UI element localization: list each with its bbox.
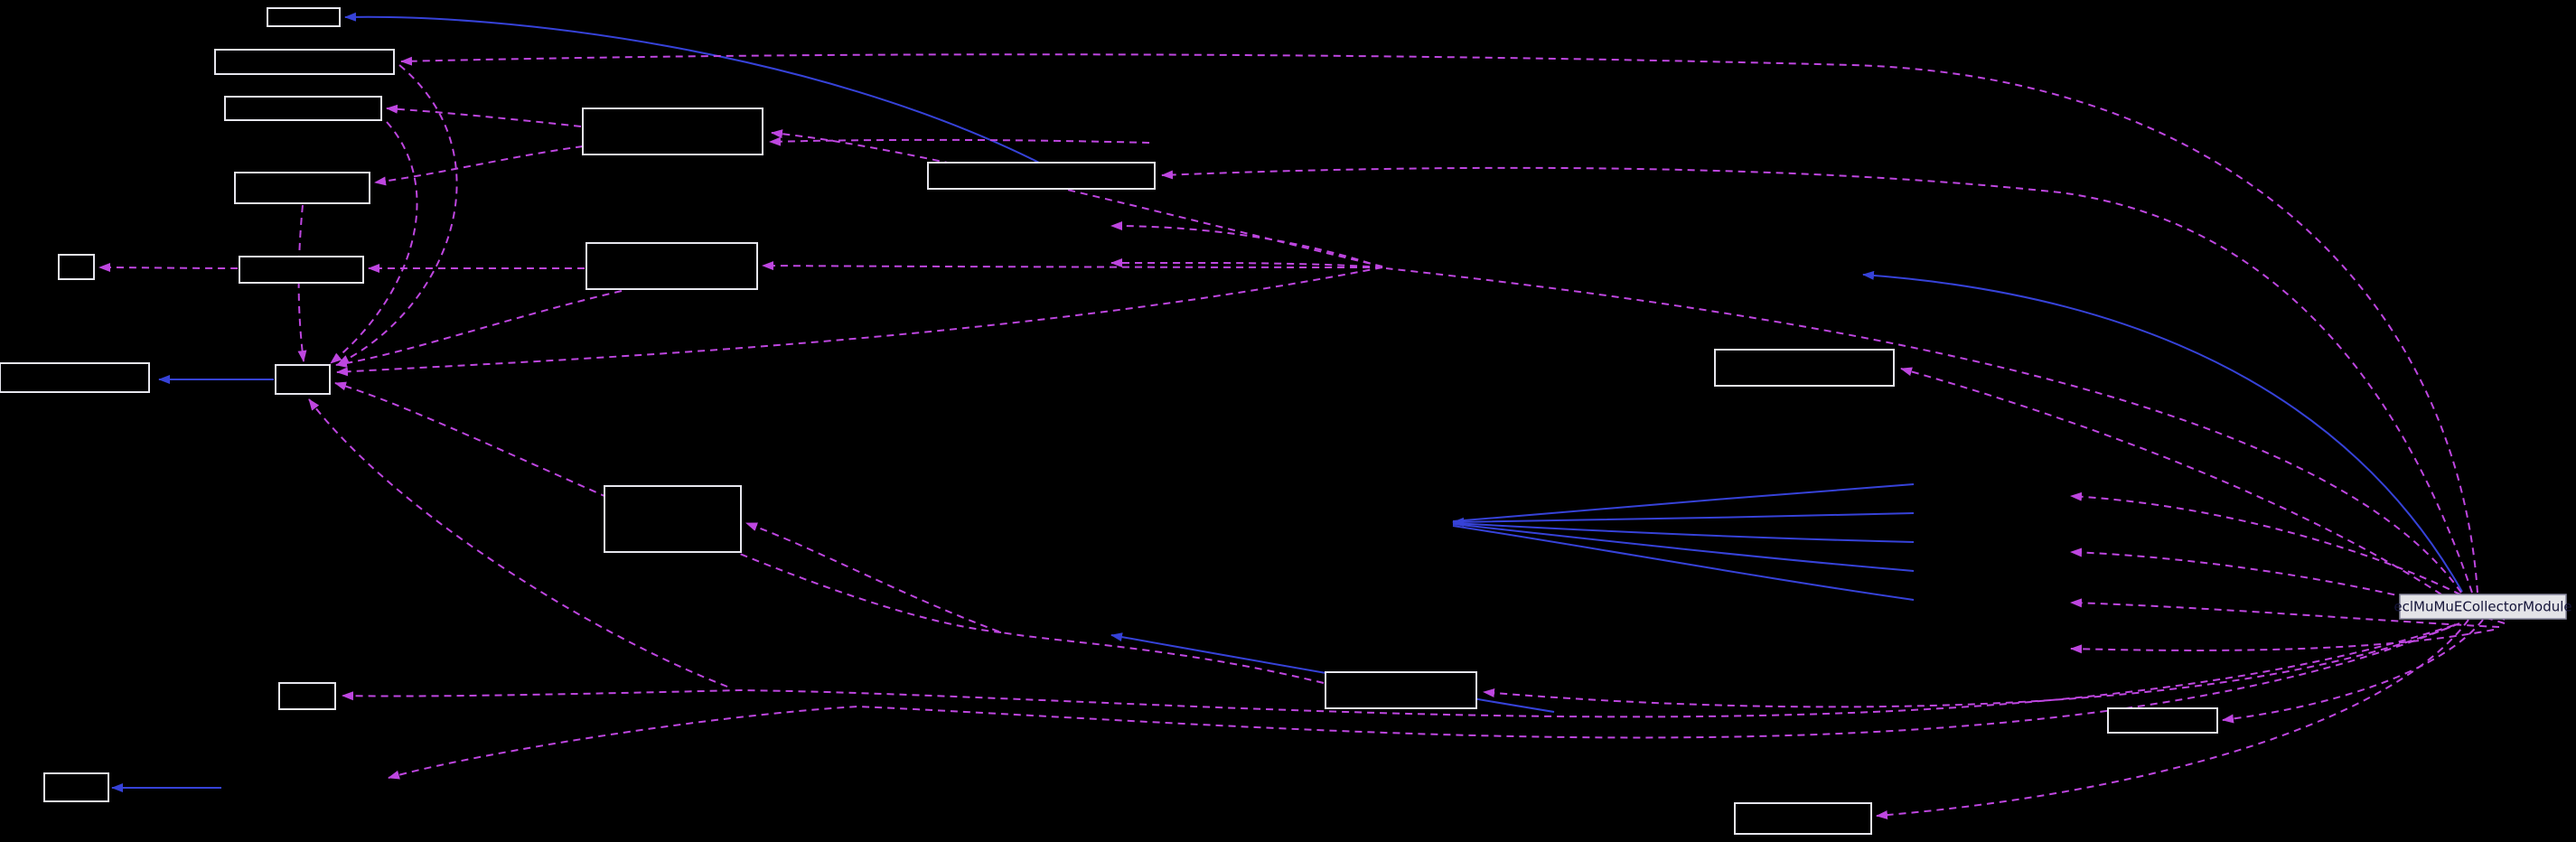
graph-edge-dashed [2070, 491, 2506, 621]
graph-node-highlighted[interactable] [2399, 594, 2567, 620]
graph-node-n5[interactable] [234, 172, 370, 204]
graph-node-n11[interactable] [275, 364, 331, 395]
graph-edge-dashed [1110, 257, 1383, 268]
graph-edge-dashed [374, 145, 584, 186]
graph-node-n7[interactable] [58, 254, 95, 280]
graph-node-n2[interactable] [214, 49, 395, 75]
graph-edge-dashed [1876, 619, 2469, 820]
graph-edge-dashed [330, 121, 418, 364]
graph-edge-dashed [1161, 166, 2473, 594]
graph-edge-dashed [388, 626, 2451, 780]
graph-edge-dashed [400, 53, 2478, 594]
graph-edge-dashed [745, 522, 1325, 684]
graph-edge-dashed [297, 204, 307, 362]
graph-node-n4[interactable] [582, 108, 763, 155]
graph-node-n18[interactable] [43, 772, 109, 802]
graph-node-n3[interactable] [224, 96, 382, 121]
graph-edge-dashed [308, 398, 728, 688]
graph-node-label[interactable]: eclMuMuECollectorModule [2393, 599, 2571, 615]
graph-edge-solid [1452, 523, 1915, 572]
graph-edge-dashed [1385, 267, 2462, 594]
graph-edge-dashed [2222, 619, 2484, 724]
graph-edge-solid [1452, 512, 1915, 527]
graph-node-n13[interactable] [604, 485, 742, 553]
graph-node-n12[interactable] [1714, 349, 1895, 387]
graph-node-n9[interactable] [585, 242, 758, 290]
graph-edge-dashed [337, 64, 458, 365]
graph-node-n6[interactable] [927, 162, 1156, 190]
graph-node-n8[interactable] [239, 256, 364, 284]
graph-edge-dashed [771, 129, 1383, 267]
graph-edge-solid [1452, 483, 1915, 522]
graph-edge-solid [344, 12, 1040, 164]
graph-edge-dashed [769, 136, 1150, 146]
graph-edge-dashed [336, 267, 1383, 377]
graph-node-n16[interactable] [278, 682, 336, 710]
graph-node-n15[interactable] [1325, 671, 1477, 709]
graph-edge-dashed [1483, 622, 2460, 708]
graph-edge-dashed [2070, 547, 2506, 624]
graph-edge-dashed [2070, 629, 2495, 654]
graph-edge-solid [1110, 632, 1555, 713]
graph-edge-dashed [762, 261, 1383, 271]
graph-node-n19[interactable] [1734, 802, 1872, 835]
graph-edge-dashed [386, 104, 582, 127]
graph-edge-solid [1862, 270, 2463, 593]
graph-node-n1[interactable] [267, 7, 341, 27]
graph-edge-dashed [1900, 367, 2442, 595]
graph-edge-dashed [1110, 221, 1383, 268]
graph-edge-dashed [335, 290, 623, 368]
graph-edge-solid [1452, 525, 1915, 601]
graph-edge-dashed [342, 624, 2455, 718]
graph-edge-dashed [2070, 598, 2500, 628]
graph-node-n10[interactable] [0, 362, 150, 393]
graph-edge-solid [1452, 522, 1915, 543]
graph-edge-dashed [98, 263, 239, 273]
graph-node-n17[interactable] [2107, 707, 2218, 734]
